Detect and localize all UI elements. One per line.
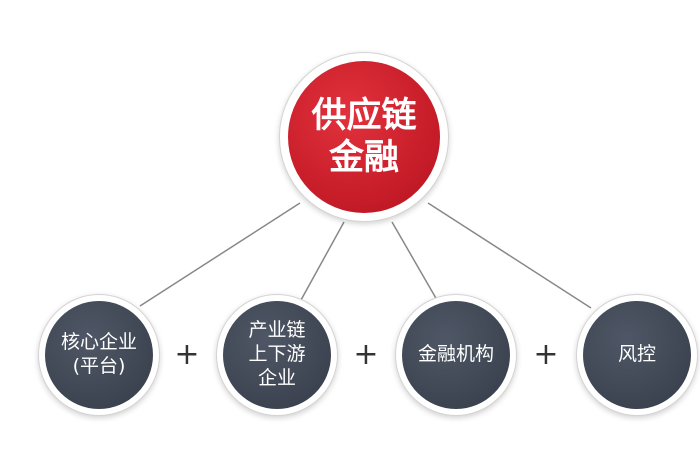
child-node-supply-chain-enterprises: 产业链 上下游 企业 bbox=[216, 294, 338, 416]
center-node-fill: 供应链 金融 bbox=[288, 61, 440, 213]
child-label-line: 产业链 bbox=[248, 319, 306, 342]
child-node-risk-control: 风控 bbox=[576, 294, 698, 416]
child-label-line: 企业 bbox=[257, 366, 296, 389]
child-node-fill: 产业链 上下游 企业 bbox=[223, 301, 331, 409]
child-label-line: 上下游 bbox=[248, 343, 306, 366]
child-node-fill: 核心企业 (平台) bbox=[45, 301, 153, 409]
plus-operator: + bbox=[174, 337, 200, 372]
child-label-line: (平台) bbox=[72, 355, 126, 377]
center-label-line1: 供应链 bbox=[311, 96, 417, 136]
child-node-financial-institutions: 金融机构 bbox=[395, 294, 517, 416]
child-label-line: 核心企业 bbox=[60, 331, 137, 354]
connector-line bbox=[139, 202, 301, 307]
child-node-core-enterprise: 核心企业 (平台) bbox=[38, 294, 160, 416]
child-label-line: 风控 bbox=[617, 343, 656, 366]
center-node: 供应链 金融 bbox=[279, 52, 449, 222]
connector-line bbox=[391, 221, 438, 301]
child-node-fill: 风控 bbox=[583, 301, 691, 409]
child-node-fill: 金融机构 bbox=[402, 301, 510, 409]
center-label-line2: 金融 bbox=[328, 138, 399, 178]
connector-line bbox=[427, 202, 592, 309]
connector-line bbox=[300, 221, 345, 301]
plus-operator: + bbox=[533, 337, 559, 372]
plus-operator: + bbox=[353, 337, 379, 372]
child-label-line: 金融机构 bbox=[417, 343, 494, 366]
